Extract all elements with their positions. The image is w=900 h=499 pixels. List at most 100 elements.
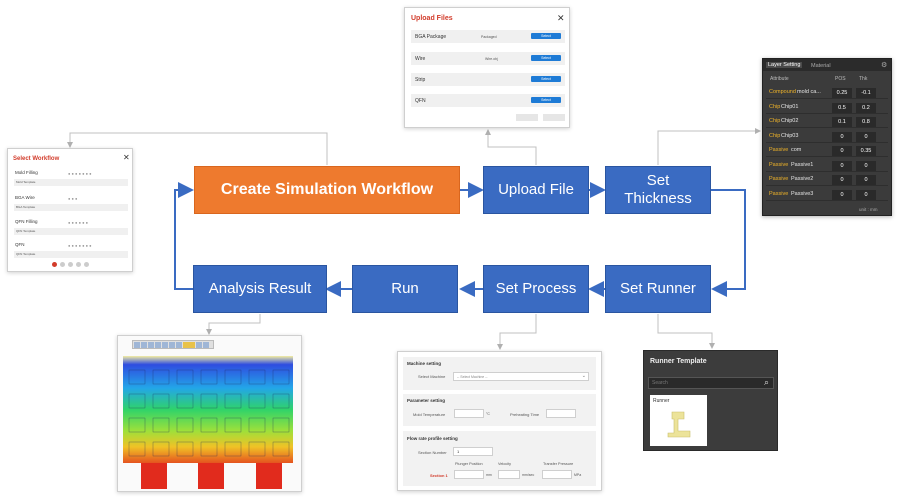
mold-temp-input[interactable] (454, 409, 484, 418)
layer-thk[interactable]: 0.8 (856, 117, 876, 127)
layer-thk[interactable]: 0 (856, 160, 876, 171)
process-form-panel: Machine setting Select Machine -- Select… (397, 351, 602, 491)
layer-name: Passive2 (791, 176, 814, 182)
play-icon[interactable] (196, 341, 202, 348)
callout-process (497, 314, 537, 350)
page-dot[interactable] (68, 262, 73, 267)
upload-row-3 (411, 73, 565, 86)
arrow-analysis-create (174, 182, 194, 290)
page-dot-active[interactable] (52, 262, 57, 267)
toolbar-icon[interactable] (162, 341, 168, 348)
param-section-title: Parameter setting (407, 398, 446, 403)
set-thickness-box[interactable]: Set Thickness (605, 166, 711, 214)
toolbar-icon[interactable] (148, 341, 154, 348)
toolbar-icon[interactable] (134, 341, 140, 348)
col-pressure: Transfer Pressure (543, 462, 574, 466)
toolbar-icon[interactable] (169, 341, 175, 348)
search-input[interactable]: Search ⌕ (648, 377, 774, 389)
workflow-item-4-template[interactable] (14, 251, 128, 258)
gate-1 (141, 463, 167, 489)
preheat-input[interactable] (546, 409, 576, 418)
cancel-button[interactable] (516, 114, 538, 121)
select-file-button[interactable]: Select (531, 55, 561, 61)
layer-pos[interactable]: 0 (832, 189, 852, 200)
workflow-item-2-name[interactable]: BGA Wire (15, 195, 35, 200)
toolbar-icon[interactable] (203, 341, 209, 348)
ok-button[interactable] (543, 114, 565, 121)
workflow-item-4-name[interactable]: QFN (15, 242, 25, 247)
toolbar-icon[interactable] (176, 341, 182, 348)
tab-layer-setting[interactable]: Layer Setting (766, 62, 803, 68)
workflow-item-2-template[interactable] (14, 204, 128, 211)
upload-row-2-file: Wire.obj (485, 57, 498, 61)
layer-pos[interactable]: 0 (832, 160, 852, 171)
layer-thk[interactable]: 0 (856, 131, 876, 142)
layer-pos[interactable]: 0.1 (832, 117, 852, 127)
section-number-input[interactable]: 1 (453, 447, 493, 456)
pressure-unit: MPa (574, 473, 582, 477)
workflow-item-3-template[interactable] (14, 228, 128, 235)
create-simulation-workflow-box[interactable]: Create Simulation Workflow (194, 166, 460, 214)
pagination-dots[interactable] (52, 262, 89, 267)
runner-template-panel: Runner Template Search ⌕ Runner (643, 350, 778, 451)
velocity-unit: mm/sec (522, 473, 535, 477)
select-file-button[interactable]: Select (531, 97, 561, 103)
flow-section-title: Flow rate profile setting (407, 436, 458, 441)
machine-select[interactable]: -- Select Machine -- ⌄ (453, 372, 589, 381)
runner-card[interactable]: Runner (650, 395, 707, 446)
layer-thk[interactable]: 0 (856, 175, 876, 185)
layer-thk[interactable]: -0.1 (856, 88, 876, 98)
upload-file-box[interactable]: Upload File (483, 166, 589, 214)
workflow-item-1-template[interactable] (14, 179, 128, 186)
pressure-input[interactable] (542, 470, 572, 479)
close-icon[interactable]: ✕ (123, 153, 130, 162)
set-runner-box[interactable]: Set Runner (605, 265, 711, 313)
callout-thickness (657, 128, 761, 165)
layer-pos[interactable]: 0 (832, 175, 852, 185)
page-dot[interactable] (76, 262, 81, 267)
workflow-item-1-sub: Mold Template (16, 180, 36, 184)
close-icon[interactable]: ✕ (557, 13, 565, 23)
upload-row-1 (411, 30, 565, 43)
page-dot[interactable] (60, 262, 65, 267)
search-icon[interactable]: ⌕ (763, 377, 769, 387)
toolbar-icon[interactable] (183, 341, 195, 348)
set-process-box[interactable]: Set Process (483, 265, 589, 313)
run-box[interactable]: Run (352, 265, 458, 313)
upload-row-1-label: BGA Package (415, 34, 447, 40)
workflow-item-4-dots: ● ● ● ● ● ● ● (68, 243, 92, 248)
velocity-input[interactable] (498, 470, 520, 479)
layer-thk[interactable]: 0.2 (856, 102, 876, 113)
plunger-input[interactable] (454, 470, 484, 479)
runner-card-label: Runner (653, 398, 670, 404)
layer-thk[interactable]: 0 (856, 189, 876, 200)
select-file-button[interactable]: Select (531, 76, 561, 82)
layer-pos[interactable]: 0 (832, 146, 852, 156)
toolbar-icon[interactable] (155, 341, 161, 348)
gear-icon[interactable]: ⚙ (881, 62, 888, 69)
workflow-item-3-name[interactable]: QFN Filling (15, 219, 38, 224)
toolbar-icon[interactable] (141, 341, 147, 348)
workflow-item-2-sub: BGA Template (16, 205, 36, 209)
page-dot[interactable] (84, 262, 89, 267)
mold-temp-unit: °C (486, 412, 490, 416)
layer-pos[interactable]: 0 (832, 131, 852, 142)
tab-material[interactable]: Material (811, 63, 831, 69)
layer-pos[interactable]: 0.5 (832, 102, 852, 113)
upload-row-2-label: Wire (415, 56, 426, 62)
analysis-result-box[interactable]: Analysis Result (193, 265, 327, 313)
workflow-item-1-name[interactable]: Mold Filling (15, 170, 38, 175)
callout-create-workflow (67, 132, 328, 165)
layer-pos[interactable]: 0.25 (832, 88, 852, 98)
layer-type: Chip (769, 118, 781, 124)
layer-thk[interactable]: 0.35 (856, 146, 876, 156)
select-file-button[interactable]: Select (531, 33, 561, 39)
